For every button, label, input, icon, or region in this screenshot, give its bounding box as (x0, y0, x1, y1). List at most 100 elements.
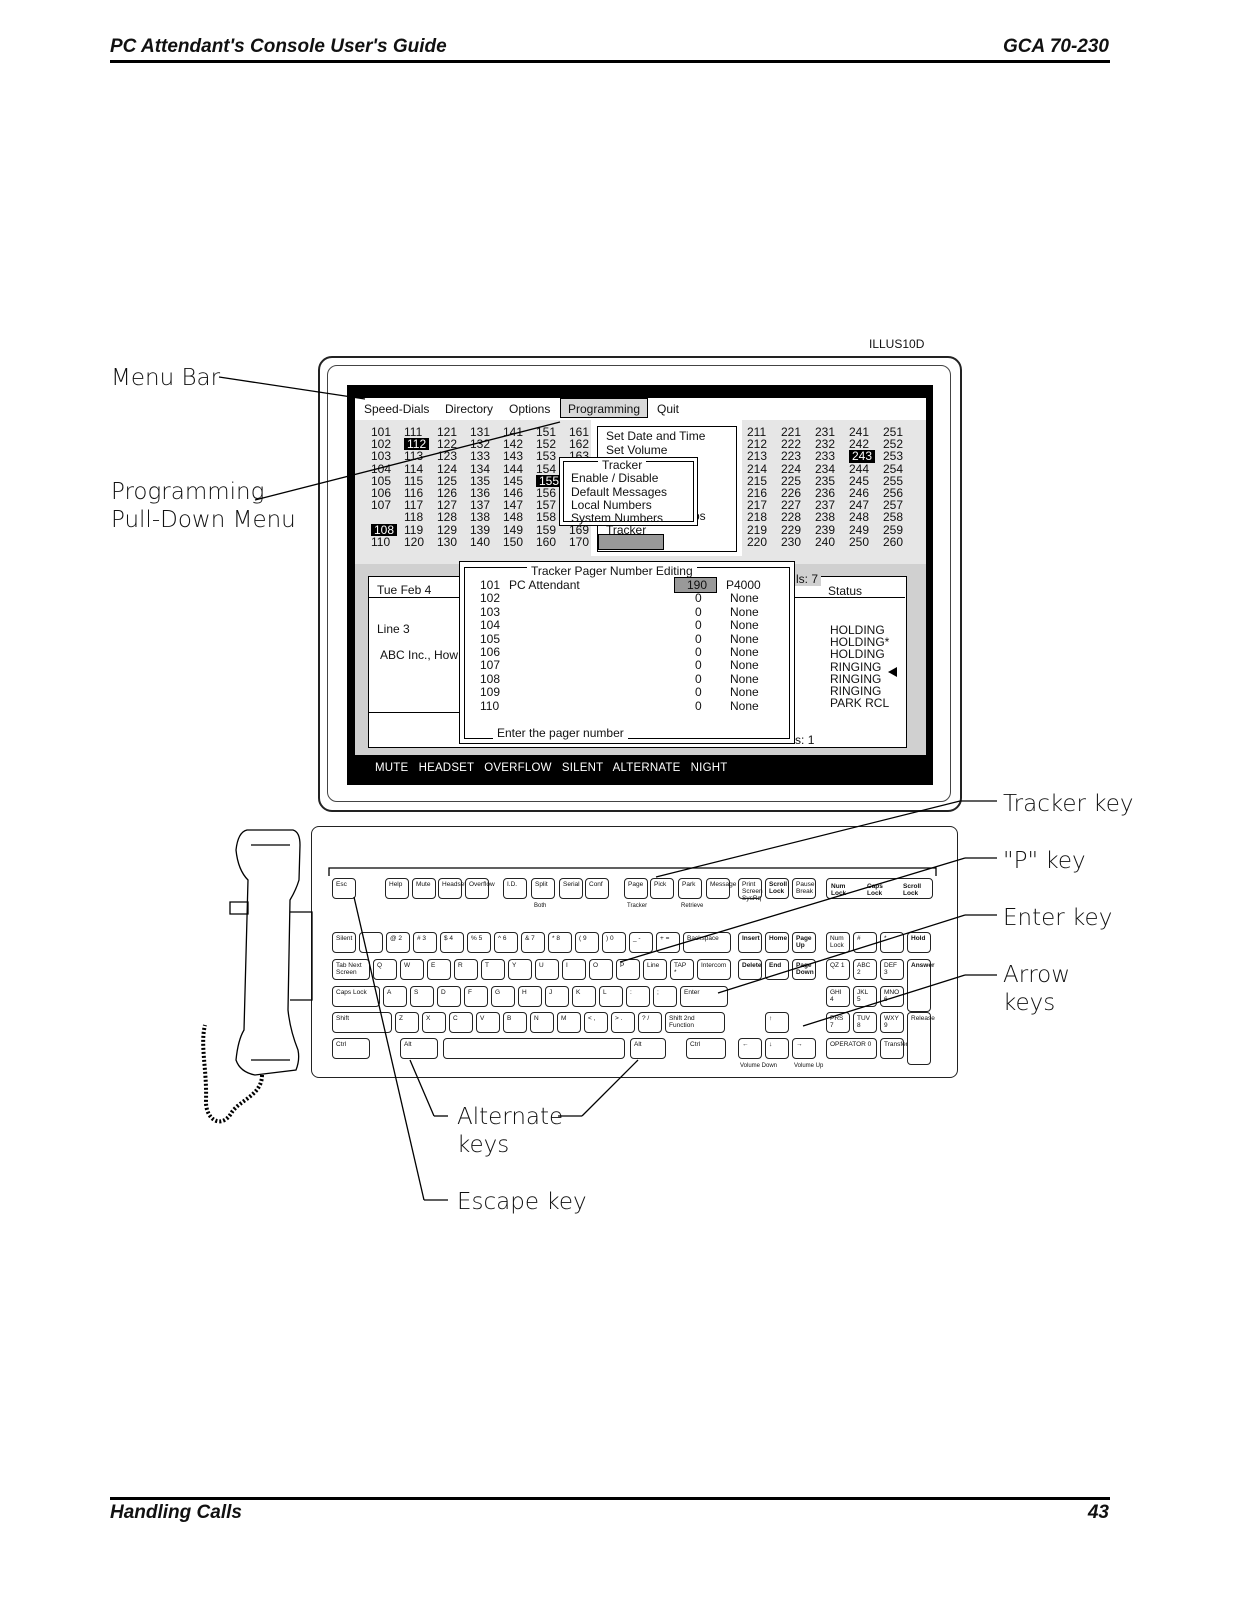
key-page[interactable]: Page (624, 878, 648, 899)
speed-dial-key[interactable]: 224 (781, 461, 802, 476)
speed-dial-key[interactable]: 144 (503, 461, 524, 476)
key-row1[interactable]: @ 2 (386, 932, 410, 953)
key-row3[interactable]: G (491, 986, 515, 1007)
key-row3[interactable]: A (383, 986, 407, 1007)
speed-dial-key[interactable]: 124 (437, 461, 458, 476)
speed-dial-key[interactable]: 101 (371, 425, 392, 439)
key-id[interactable]: I.D. (503, 878, 527, 899)
speed-dial-key[interactable]: 249 (849, 522, 870, 537)
speed-dial-key[interactable]: 156 (536, 486, 557, 500)
speed-dial-key[interactable]: 150 (503, 534, 524, 549)
speed-dial-key[interactable]: 148 (503, 510, 524, 525)
speed-dial-key[interactable]: 154 (536, 461, 557, 476)
menu-options[interactable]: Options (509, 402, 551, 416)
key-numpad[interactable]: QZ 1 (826, 959, 850, 980)
speed-dial-key[interactable]: 136 (470, 486, 491, 500)
speed-dial-key[interactable]: 143 (503, 449, 524, 464)
speed-dial-key[interactable]: 238 (815, 510, 836, 525)
speed-dial-key[interactable]: 114 (404, 461, 424, 476)
key-headset[interactable]: Headset (438, 878, 466, 899)
key-row2[interactable]: O (589, 959, 613, 980)
key-home[interactable]: Home (765, 932, 789, 953)
speed-dial-key[interactable]: 230 (781, 534, 802, 549)
speed-dial-key[interactable]: 220 (747, 534, 768, 549)
key-row2[interactable]: Tab Next Screen (332, 959, 370, 980)
key-row2[interactable]: E (427, 959, 451, 980)
speed-dial-key[interactable]: 227 (781, 498, 802, 513)
key-row1[interactable]: ( 9 (575, 932, 599, 953)
speed-dial-key[interactable]: 152 (536, 437, 557, 452)
speed-dial-key[interactable]: 257 (883, 498, 904, 513)
speed-dial-key[interactable]: 123 (437, 449, 458, 464)
speed-dial-key[interactable]: 147 (503, 498, 524, 513)
key-help[interactable]: Help (385, 878, 409, 899)
key-numpad[interactable]: * (880, 932, 904, 953)
key-numpad[interactable]: DEF 3 (880, 959, 904, 980)
key-row1[interactable]: # 3 (413, 932, 437, 953)
speed-dial-key[interactable]: 234 (815, 461, 836, 476)
key-alt-right[interactable]: Alt (630, 1038, 666, 1059)
key-numpad[interactable]: Hold (907, 932, 931, 953)
key-ctrl-left[interactable]: Ctrl (332, 1038, 370, 1059)
speed-dial-key[interactable]: 229 (781, 522, 802, 537)
speed-dial-key[interactable]: 131 (470, 425, 491, 439)
key-row4[interactable]: N (530, 1012, 554, 1033)
key-pick[interactable]: Pick (650, 878, 674, 899)
speed-dial-key[interactable]: 137 (470, 498, 491, 513)
speed-dial-key[interactable]: 217 (747, 498, 768, 513)
speed-dial-key[interactable]: 256 (883, 486, 904, 500)
key-row3[interactable]: K (572, 986, 596, 1007)
key-message[interactable]: Message (706, 878, 736, 899)
key-mute[interactable]: Mute (412, 878, 436, 899)
speed-dial-key[interactable]: 122 (437, 437, 458, 452)
key-overflow[interactable]: Overflow (465, 878, 495, 899)
key-row4[interactable]: M (557, 1012, 581, 1033)
speed-dial-key[interactable]: 259 (883, 522, 904, 537)
speed-dial-key[interactable]: 107 (371, 498, 392, 513)
key-numpad[interactable]: TUV 8 (853, 1012, 877, 1033)
key-numpad[interactable]: ABC 2 (853, 959, 877, 980)
speed-dial-key[interactable]: 169 (569, 522, 590, 537)
key-row3[interactable]: Caps Lock (332, 986, 380, 1007)
speed-dial-key[interactable]: 111 (404, 425, 423, 439)
key-row2[interactable]: TAP * (670, 959, 694, 980)
speed-dial-key[interactable]: 211 (747, 425, 767, 439)
speed-dial-key[interactable]: 112 (404, 438, 430, 450)
arrow-right-icon[interactable]: → (792, 1038, 816, 1059)
speed-dial-key[interactable]: 133 (470, 449, 491, 464)
key-row1[interactable]: % 5 (467, 932, 491, 953)
arrow-down-icon[interactable]: ↓ (765, 1038, 789, 1059)
speed-dial-key[interactable]: 260 (883, 534, 904, 549)
menu-directory[interactable]: Directory (445, 402, 494, 416)
speed-dial-key[interactable]: 243 (849, 450, 876, 463)
menu-tracker[interactable]: Tracker (606, 523, 647, 537)
speed-dial-key[interactable]: 248 (849, 510, 870, 525)
speed-dial-key[interactable]: 221 (781, 425, 802, 439)
key-row3[interactable]: D (437, 986, 461, 1007)
key-insert[interactable]: Insert (738, 932, 762, 953)
key-release[interactable]: Release (907, 1012, 935, 1065)
key-row1[interactable]: & 7 (521, 932, 545, 953)
key-row1[interactable]: _ - (629, 932, 653, 953)
key-row4[interactable]: Z (395, 1012, 419, 1033)
key-operator[interactable]: OPERATOR 0 (826, 1038, 877, 1059)
speed-dial-key[interactable]: 161 (569, 425, 590, 439)
key-scroll-lock[interactable]: Scroll Lock (765, 878, 789, 899)
speed-dial-key[interactable]: 126 (437, 486, 458, 500)
speed-dial-key[interactable]: 135 (470, 473, 491, 488)
speed-dial-key[interactable]: 222 (781, 437, 802, 452)
speed-dial-key[interactable]: 240 (815, 534, 836, 549)
speed-dial-key[interactable]: 125 (437, 473, 458, 488)
key-alt-left[interactable]: Alt (400, 1038, 438, 1059)
speed-dial-key[interactable]: 255 (883, 473, 904, 488)
speed-dial-key[interactable]: 153 (536, 449, 557, 464)
key-row1[interactable]: + = (656, 932, 680, 953)
speed-dial-key[interactable]: 159 (536, 522, 557, 537)
speed-dial-key[interactable]: 157 (536, 498, 557, 513)
key-space[interactable] (443, 1038, 625, 1059)
speed-dial-key[interactable]: 140 (470, 534, 491, 549)
speed-dial-key[interactable]: 235 (815, 473, 836, 488)
key-ctrl-right[interactable]: Ctrl (686, 1038, 726, 1059)
arrow-up-icon[interactable]: ↑ (765, 1012, 789, 1033)
speed-dial-key[interactable]: 155 (536, 475, 563, 487)
